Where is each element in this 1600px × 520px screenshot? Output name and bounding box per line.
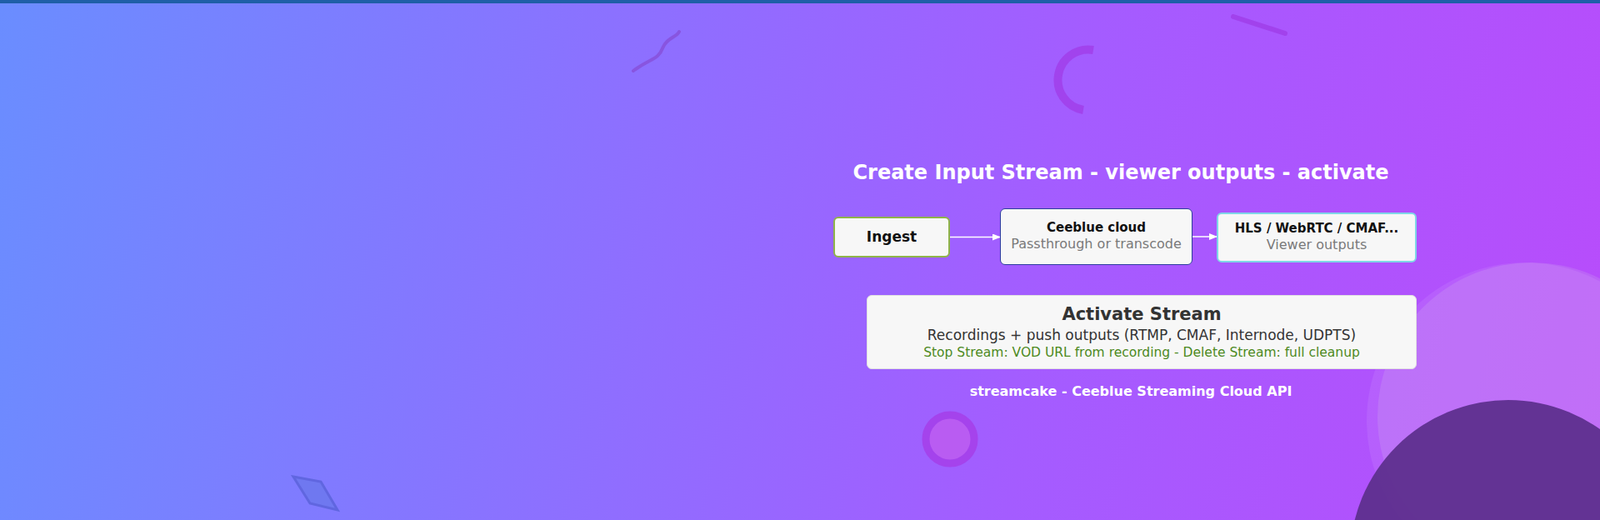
ingest-box: Ingest <box>833 216 950 258</box>
flow-arrow <box>950 236 1000 239</box>
activate-panel: Activate StreamRecordings + push outputs… <box>866 295 1417 370</box>
node-body: Passthrough or transcode <box>1010 235 1182 254</box>
node-body: Viewer outputs <box>1266 236 1368 255</box>
node-body: Stop Stream: VOD URL from recording - De… <box>923 344 1360 361</box>
output-box: HLS / WebRTC / CMAF...Viewer outputs <box>1216 212 1417 263</box>
top-bar <box>0 0 1600 4</box>
node-heading: Activate Stream <box>1061 303 1221 326</box>
node-body: Recordings + push outputs (RTMP, CMAF, I… <box>927 325 1356 345</box>
flow-arrow <box>1192 235 1217 238</box>
diagram-caption: streamcake - Ceeblue Streaming Cloud API <box>970 383 1293 400</box>
process-box: Ceeblue cloudPassthrough or transcode <box>1000 208 1193 265</box>
node-heading: Ceeblue cloud <box>1046 220 1146 237</box>
node-heading: HLS / WebRTC / CMAF... <box>1235 220 1399 238</box>
node-heading: Ingest <box>866 227 917 246</box>
diagram-title: Create Input Stream - viewer outputs - a… <box>852 160 1389 185</box>
